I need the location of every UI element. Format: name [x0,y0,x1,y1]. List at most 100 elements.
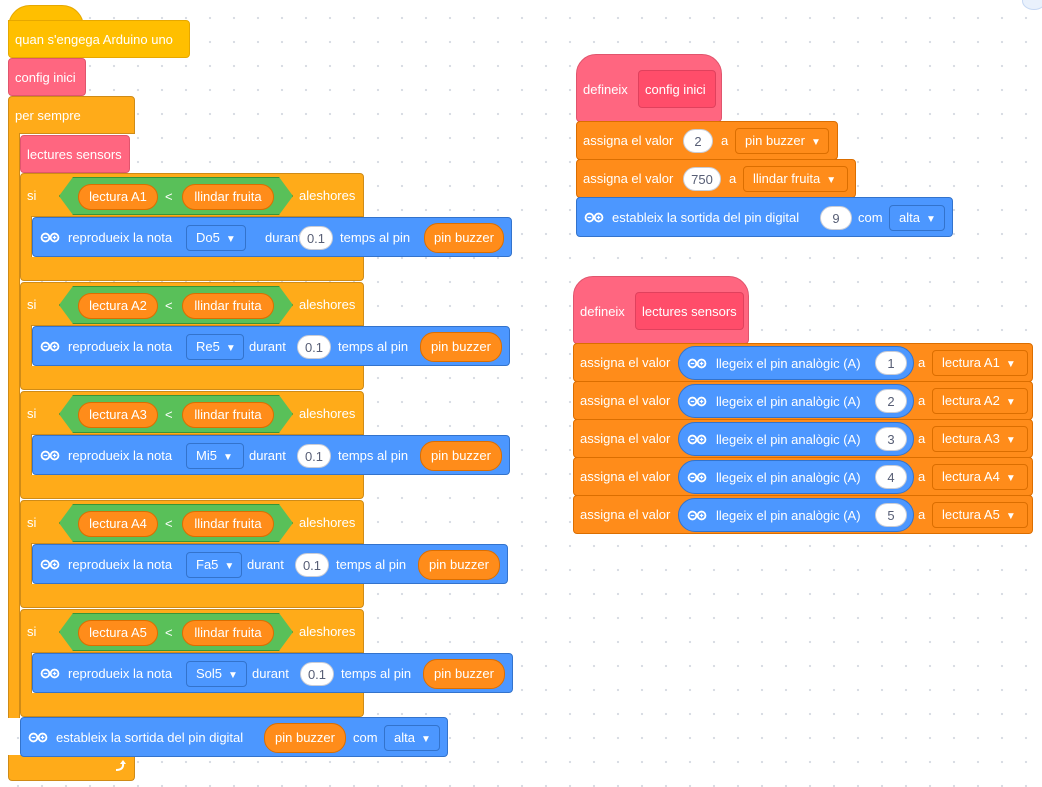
play-note-block-4[interactable]: reprodueix la nota Fa5▼ durant 0.1 temps… [32,544,508,584]
note-dropdown[interactable]: Do5▼ [186,225,246,251]
forever-block[interactable]: per sempre [8,96,135,134]
reading-variable[interactable]: lectura A5 [78,620,158,646]
variable-dropdown[interactable]: lectura A2▼ [932,388,1028,414]
prototype-block[interactable]: config inici [638,70,716,108]
play-note-block-1[interactable]: reprodueix la nota Do5▼ durant 0.1 temps… [32,217,512,257]
analog-read-block[interactable]: llegeix el pin analògic (A) 5 [678,498,914,532]
variable-dropdown[interactable]: lectura A3▼ [932,426,1028,452]
pin-number-input[interactable]: 1 [875,351,907,375]
duration-input[interactable]: 0.1 [299,226,333,250]
less-than-operator[interactable]: lectura A5 < llindar fruita [59,613,293,651]
variable-dropdown[interactable]: lectura A1▼ [932,350,1028,376]
digital-out-label: estableix la sortida del pin digital [612,210,800,225]
variable-dropdown[interactable]: lectura A4▼ [932,464,1028,490]
forever-footer [8,755,135,781]
pin-buzzer-variable[interactable]: pin buzzer [420,332,502,362]
analog-read-block[interactable]: llegeix el pin analògic (A) 2 [678,384,914,418]
analog-read-block[interactable]: llegeix el pin analògic (A) 1 [678,346,914,380]
if-arm [20,543,32,585]
reading-variable[interactable]: lectura A3 [78,402,158,428]
arduino-infinity-icon [40,232,60,243]
assign-analog-block-5[interactable]: assigna el valor llegeix el pin analògic… [573,495,1033,534]
a-label: a [918,507,926,522]
play-note-block-3[interactable]: reprodueix la nota Mi5▼ durant 0.1 temps… [32,435,510,475]
reading-variable[interactable]: lectura A2 [78,293,158,319]
pin-number-input[interactable]: 9 [820,206,852,230]
digital-output-block[interactable]: estableix la sortida del pin digital pin… [20,717,448,757]
analog-read-label: llegeix el pin analògic (A) [716,470,861,485]
dropdown-triangle-icon: ▼ [222,452,233,463]
analog-read-block[interactable]: llegeix el pin analògic (A) 3 [678,422,914,456]
less-than-operator[interactable]: lectura A1 < llindar fruita [59,177,293,215]
pin-buzzer-variable[interactable]: pin buzzer [420,441,502,471]
analog-read-block[interactable]: llegeix el pin analògic (A) 4 [678,460,914,494]
assign-analog-block-4[interactable]: assigna el valor llegeix el pin analògic… [573,457,1033,496]
variable-dropdown[interactable]: pin buzzer▼ [735,128,829,154]
reading-variable[interactable]: lectura A1 [78,184,158,210]
note-dropdown[interactable]: Mi5▼ [186,443,244,469]
threshold-variable[interactable]: llindar fruita [182,511,274,537]
pin-number-input[interactable]: 4 [875,465,907,489]
define-label: defineix [580,304,625,319]
level-dropdown[interactable]: alta▼ [384,725,440,751]
pin-buzzer-variable[interactable]: pin buzzer [264,723,346,753]
define-block[interactable]: defineix lectures sensors [573,276,749,344]
reading-variable[interactable]: lectura A4 [78,511,158,537]
duration-input[interactable]: 0.1 [297,444,331,468]
note-dropdown[interactable]: Re5▼ [186,334,244,360]
threshold-variable[interactable]: llindar fruita [182,620,274,646]
pin-number-input[interactable]: 5 [875,503,907,527]
value-input[interactable]: 750 [683,167,721,191]
assign-analog-block-3[interactable]: assigna el valor llegeix el pin analògic… [573,419,1033,458]
pin-number-input[interactable]: 3 [875,427,907,451]
value-input[interactable]: 2 [683,129,713,153]
duration-input[interactable]: 0.1 [297,335,331,359]
then-label: aleshores [299,297,356,312]
define-block[interactable]: defineix config inici [576,54,722,122]
assign-analog-block-2[interactable]: assigna el valor llegeix el pin analògic… [573,381,1033,420]
if-block-4[interactable]: si lectura A4 < llindar fruita aleshores [20,500,364,544]
digital-output-block[interactable]: estableix la sortida del pin digital 9 c… [576,197,953,237]
variable-dropdown[interactable]: lectura A5▼ [932,502,1028,528]
dropdown-triangle-icon: ▼ [225,343,236,354]
duration-input[interactable]: 0.1 [300,662,334,686]
if-block-3[interactable]: si lectura A3 < llindar fruita aleshores [20,391,364,435]
when-arduino-starts-block[interactable]: quan s'engega Arduino uno [8,20,190,58]
level-dropdown[interactable]: alta▼ [889,205,945,231]
pin-buzzer-variable[interactable]: pin buzzer [418,550,500,580]
note-dropdown[interactable]: Fa5▼ [186,552,242,578]
variable-dropdown[interactable]: llindar fruita▼ [743,166,848,192]
threshold-variable[interactable]: llindar fruita [182,293,274,319]
arduino-infinity-icon [40,341,60,352]
arduino-infinity-icon [40,559,60,570]
assign-value-block[interactable]: assigna el valor 750 a llindar fruita▼ [576,159,856,198]
config-inici-call-block[interactable]: config inici [8,58,86,96]
duration-input[interactable]: 0.1 [295,553,329,577]
if-block-5[interactable]: si lectura A5 < llindar fruita aleshores [20,609,364,653]
assign-analog-block-1[interactable]: assigna el valor llegeix el pin analògic… [573,343,1033,382]
time-at-pin-label: temps al pin [338,339,409,354]
arduino-infinity-icon [584,212,604,223]
note-dropdown[interactable]: Sol5▼ [186,661,247,687]
pin-buzzer-variable[interactable]: pin buzzer [423,659,505,689]
prototype-block[interactable]: lectures sensors [635,292,744,330]
assign-value-block[interactable]: assigna el valor 2 a pin buzzer▼ [576,121,838,160]
threshold-variable[interactable]: llindar fruita [182,184,274,210]
pin-buzzer-variable[interactable]: pin buzzer [424,223,504,253]
play-note-block-2[interactable]: reprodueix la nota Re5▼ durant 0.1 temps… [32,326,510,366]
pin-number-input[interactable]: 2 [875,389,907,413]
dropdown-triangle-icon: ▼ [1005,397,1016,408]
if-block-1[interactable]: si lectura A1 < llindar fruita aleshores [20,173,364,217]
lectures-sensors-call-block[interactable]: lectures sensors [20,135,130,173]
less-than-operator[interactable]: lectura A4 < llindar fruita [59,504,293,542]
dropdown-triangle-icon: ▼ [1005,511,1016,522]
less-than-operator[interactable]: lectura A3 < llindar fruita [59,395,293,433]
arduino-infinity-icon [687,510,707,521]
if-block-2[interactable]: si lectura A2 < llindar fruita aleshores [20,282,364,326]
play-note-block-5[interactable]: reprodueix la nota Sol5▼ durant 0.1 temp… [32,653,513,693]
assign-label: assigna el valor [580,469,671,484]
assign-label: assigna el valor [580,507,671,522]
less-than-operator[interactable]: lectura A2 < llindar fruita [59,286,293,324]
threshold-variable[interactable]: llindar fruita [182,402,274,428]
zoom-control-edge[interactable] [1022,0,1042,10]
